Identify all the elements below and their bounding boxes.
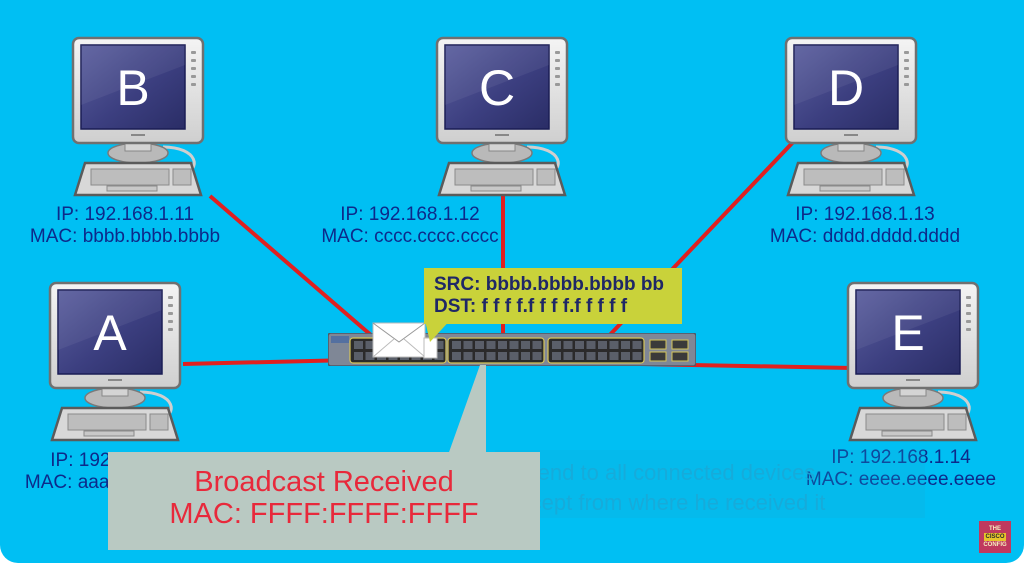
switch-port	[632, 341, 642, 349]
switch-port	[575, 352, 584, 360]
switch-port	[452, 352, 461, 360]
host-c-mac: MAC: cccc.cccc.cccc	[321, 226, 499, 247]
switch-port	[434, 341, 444, 349]
desktop-computer-icon: C	[435, 36, 569, 197]
host-d[interactable]: D	[776, 35, 926, 205]
switch-port	[563, 352, 573, 360]
host-b-ip: IP: 192.168.1.11	[55, 204, 195, 225]
switch-port	[486, 341, 496, 349]
broadcast-mac: MAC: FFFF:FFFF:FFFF	[169, 498, 479, 530]
host-letter: E	[891, 305, 924, 361]
logo-bottom: CONFIG	[983, 542, 1007, 548]
switch-port	[486, 352, 496, 360]
host-b[interactable]: B	[63, 35, 213, 205]
switch-port	[563, 341, 573, 349]
host-c-address: IP: 192.168.1.12 MAC: cccc.cccc.cccc	[285, 204, 535, 248]
network-switch-icon[interactable]	[328, 333, 696, 366]
switch-port	[609, 352, 619, 360]
flood-note: Send to all connected devices Except fro…	[505, 458, 825, 518]
host-letter: A	[93, 305, 127, 361]
logo-top: THE	[989, 526, 1001, 532]
desktop-computer-icon: D	[784, 36, 918, 197]
frame-dst-mac: DST: f f f f.f f f f.f f f f f	[434, 296, 628, 317]
link-b-switch	[208, 194, 374, 338]
envelope-icon	[372, 322, 438, 359]
flood-note-line2: Except from where he received it	[505, 490, 826, 515]
host-letter: C	[479, 60, 515, 116]
switch-port	[632, 352, 642, 360]
logo-middle: CISCO	[984, 533, 1006, 541]
link-a-switch	[182, 358, 353, 366]
host-d-ip: IP: 192.168.1.13	[795, 204, 935, 225]
host-letter: B	[116, 60, 149, 116]
switch-port	[463, 341, 473, 349]
switch-port	[365, 341, 375, 349]
switch-port	[434, 352, 444, 360]
host-e-ip: IP: 192.168.1.14	[831, 447, 971, 468]
switch-port	[609, 341, 619, 349]
switch-port	[598, 352, 607, 360]
host-d-mac: MAC: dddd.dddd.dddd	[769, 226, 961, 247]
switch-port	[598, 341, 607, 349]
host-a[interactable]: A	[40, 280, 190, 450]
switch-port	[475, 341, 484, 349]
switch-port	[354, 352, 363, 360]
host-letter: D	[828, 60, 864, 116]
switch-port	[621, 352, 630, 360]
flood-note-panel	[495, 450, 925, 518]
host-e-address: IP: 192.168.1.14 MAC: eeee.eeee.eeee	[778, 447, 1024, 491]
switch-port	[521, 341, 530, 349]
host-b-mac: MAC: bbbb.bbbb.bbbb	[29, 226, 221, 247]
frame-header-callout: SRC: bbbb.bbbb.bbbb bb DST: f f f f.f f …	[424, 268, 682, 324]
host-d-address: IP: 192.168.1.13 MAC: dddd.dddd.dddd	[730, 204, 1000, 248]
broadcast-title: Broadcast Received	[194, 466, 454, 498]
switch-port	[521, 352, 530, 360]
host-c-ip: IP: 192.168.1.12	[340, 204, 480, 225]
switch-port	[463, 352, 473, 360]
desktop-computer-icon: E	[846, 281, 980, 442]
switch-port	[532, 341, 542, 349]
switch-port	[498, 341, 507, 349]
broadcast-received-box: Broadcast Received MAC: FFFF:FFFF:FFFF	[108, 452, 540, 550]
host-e-mac: MAC: eeee.eeee.eeee	[805, 469, 997, 490]
channel-logo: THE CISCO CONFIG	[979, 521, 1011, 553]
host-e[interactable]: E	[838, 280, 988, 450]
switch-port	[621, 341, 630, 349]
host-c[interactable]: C	[427, 35, 577, 205]
switch-port	[498, 352, 507, 360]
switch-port	[475, 352, 484, 360]
switch-port	[586, 341, 596, 349]
switch-port	[552, 341, 561, 349]
switch-port	[586, 352, 596, 360]
switch-port	[354, 341, 363, 349]
switch-port	[575, 341, 584, 349]
switch-port	[552, 352, 561, 360]
frame-src-mac: SRC: bbbb.bbbb.bbbb bb	[434, 274, 665, 295]
flood-note-line1: Send to all connected devices	[523, 460, 816, 485]
broadcast-callout-tail	[448, 365, 486, 455]
host-b-address: IP: 192.168.1.11 MAC: bbbb.bbbb.bbbb	[0, 204, 250, 248]
desktop-computer-icon: A	[48, 281, 182, 442]
switch-port	[452, 341, 461, 349]
switch-port	[365, 352, 375, 360]
switch-port	[532, 352, 542, 360]
switch-port	[509, 341, 519, 349]
switch-port	[509, 352, 519, 360]
desktop-computer-icon: B	[71, 36, 205, 197]
